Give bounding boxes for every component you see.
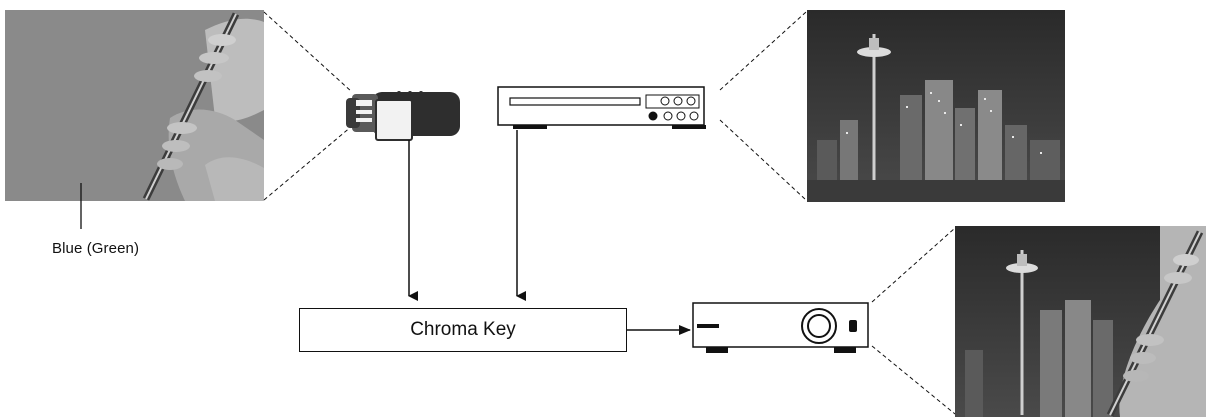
camera-view-connectors — [263, 11, 353, 201]
chroma-key-label: Chroma Key — [410, 319, 516, 340]
projector-output-connectors — [871, 227, 956, 415]
projector-icon — [692, 302, 869, 353]
dvd-player-icon — [497, 86, 706, 129]
skyline-photo — [807, 10, 1065, 202]
performer-photo — [5, 10, 264, 201]
backdrop-color-label: Blue (Green) — [52, 240, 140, 257]
composite-result-photo — [955, 226, 1206, 417]
player-content-connectors — [719, 11, 807, 201]
video-camera-icon — [346, 91, 460, 141]
chroma-key-box: Chroma Key — [299, 308, 627, 352]
